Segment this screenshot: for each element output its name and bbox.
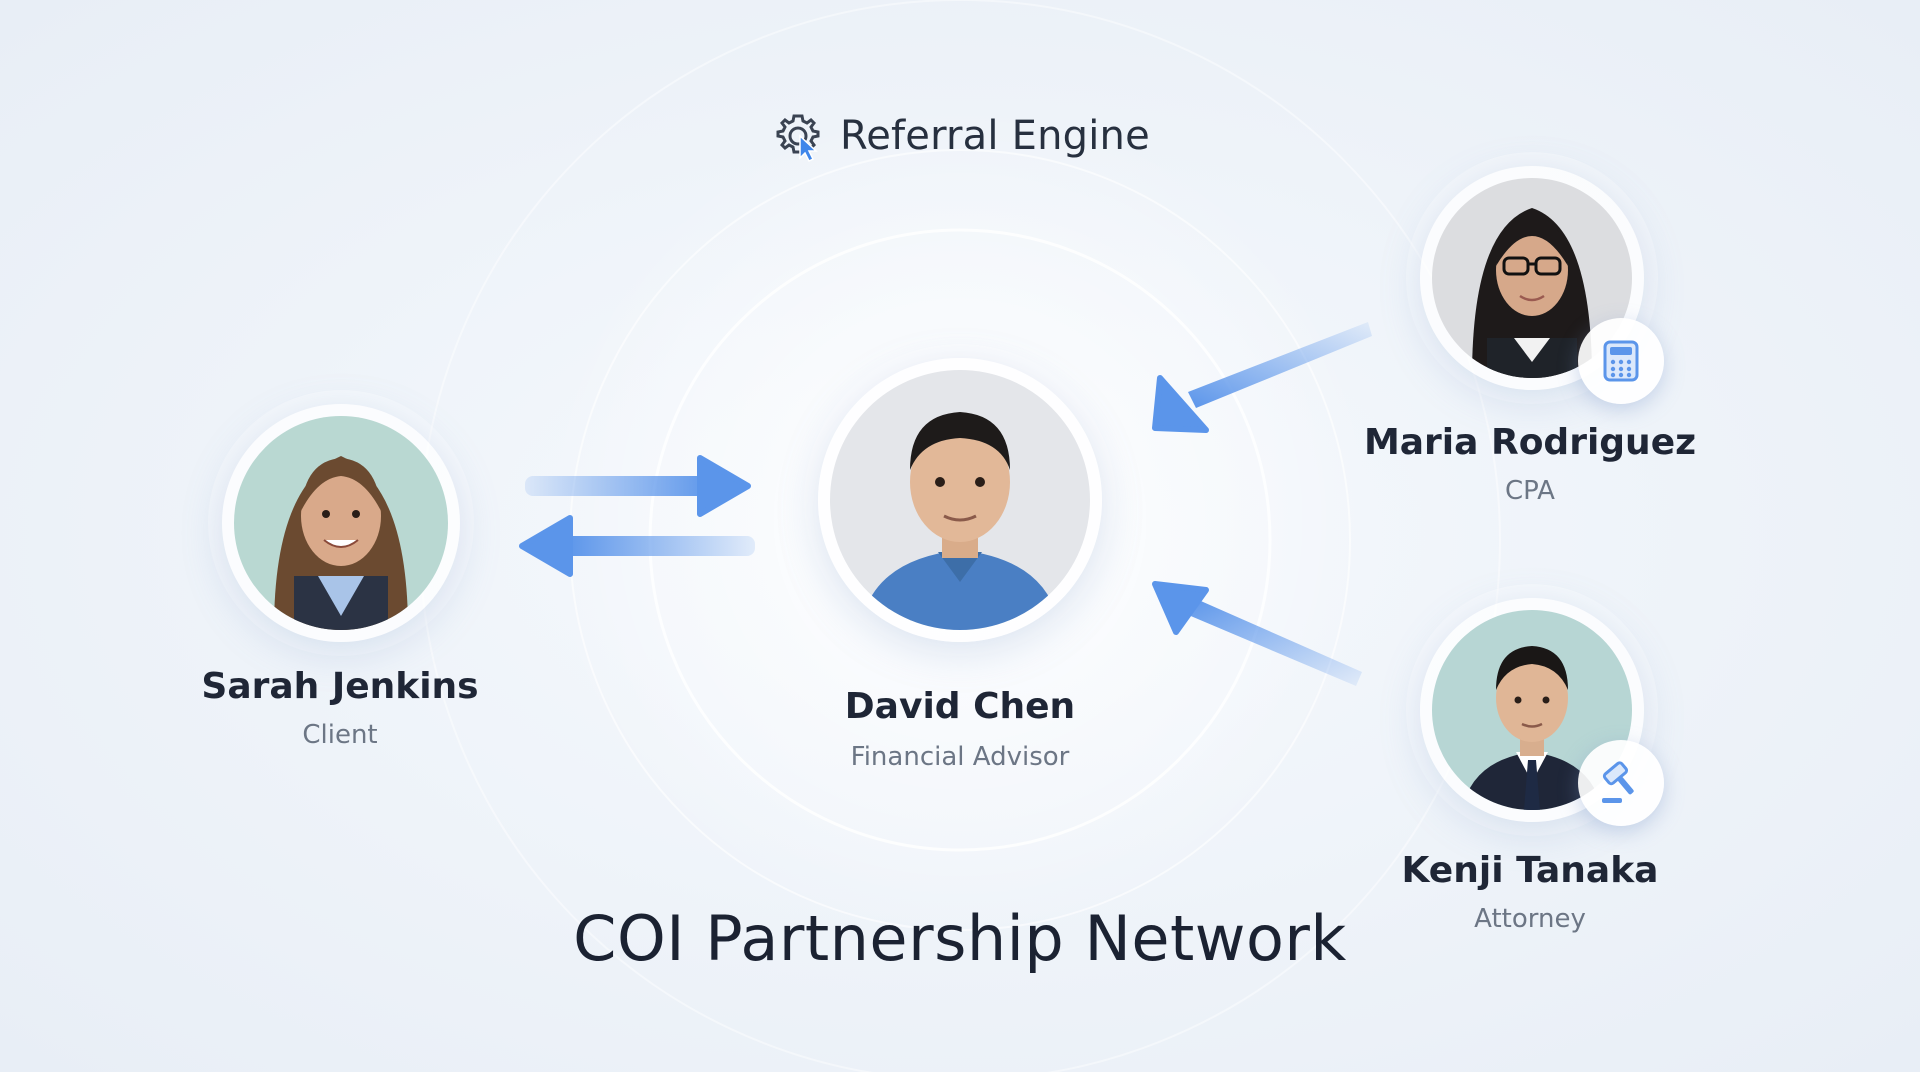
client-portrait (234, 416, 448, 630)
advisor-portrait (830, 370, 1090, 630)
attorney-portrait (1432, 610, 1632, 810)
attorney-name: Kenji Tanaka (1401, 850, 1659, 891)
network-title: COI Partnership Network (573, 902, 1347, 975)
cpa-badge (1578, 318, 1664, 404)
calculator-icon (1603, 340, 1639, 382)
cpa-name: Maria Rodriguez (1363, 422, 1697, 463)
gavel-icon (1602, 761, 1634, 803)
cpa-role: CPA (1505, 476, 1555, 506)
advisor-role: Financial Advisor (850, 742, 1070, 772)
avatar-client[interactable] (222, 404, 460, 642)
avatar-advisor[interactable] (818, 358, 1102, 642)
client-role: Client (302, 720, 378, 750)
gear-cursor-icon (776, 114, 820, 163)
header-title: Referral Engine (840, 113, 1150, 159)
client-name: Sarah Jenkins (201, 666, 479, 707)
advisor-name: David Chen (844, 686, 1076, 727)
diagram-header: Referral Engine (770, 104, 1150, 168)
attorney-badge (1578, 740, 1664, 826)
attorney-role: Attorney (1474, 904, 1586, 934)
